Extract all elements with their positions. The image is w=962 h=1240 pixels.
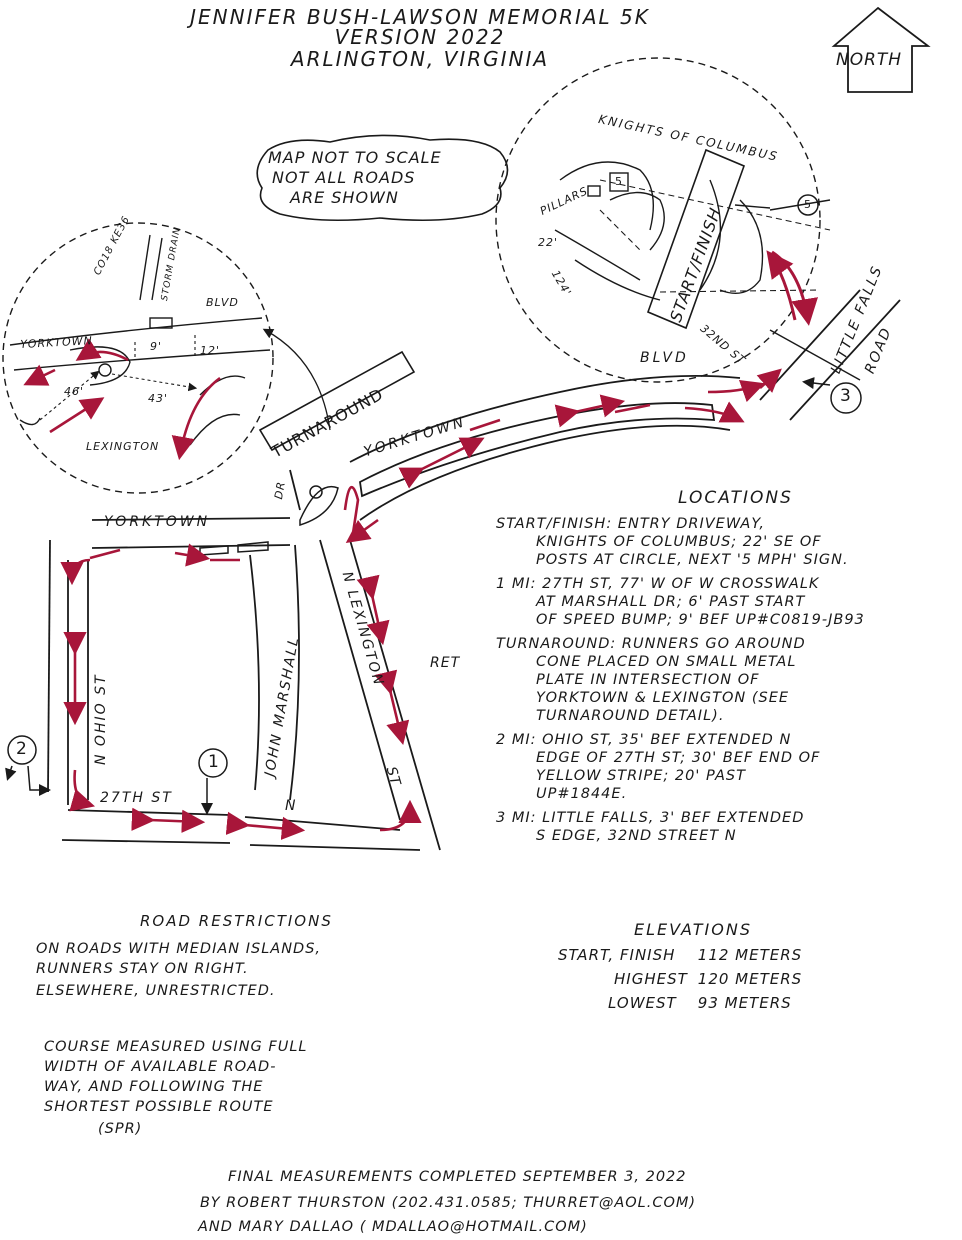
start-inset-dashed-lines (599, 179, 831, 293)
turnaround-inset-route (23, 338, 221, 461)
road-restrictions-line2: runners stay on right. (36, 961, 249, 977)
inset-blvd: Blvd (206, 296, 239, 309)
location-turnaround: Turnaround: Runners go around cone place… (496, 636, 806, 724)
start-inset-route (766, 250, 819, 326)
scale-note-line2: Not all roads (272, 168, 416, 187)
street-yorktown-lower: Yorktown (104, 514, 211, 530)
location-mile-2: 2 MI: Ohio St, 35' bef extended N edge o… (496, 732, 821, 802)
location-mile-3: 3 MI: Little Falls, 3' bef extended S ed… (496, 810, 805, 844)
inset-d46: 46' (64, 385, 85, 398)
start-inset-circle (495, 57, 821, 383)
scale-note-line1: Map not to scale (268, 148, 442, 167)
inset-sign-5: 5 (615, 175, 623, 188)
elevation-row-start: Start, Finish 112 meters (558, 946, 803, 964)
map-title-line1: Jennifer Bush-Lawson Memorial 5K (190, 5, 650, 29)
locations-heading: Locations (678, 488, 793, 508)
map-title-line2: Version 2022 (334, 25, 506, 49)
inset-lexington: Lexington (86, 440, 160, 453)
credits-line3: and Mary Dallao ( mdallao@hotmail.com) (198, 1219, 588, 1235)
mile-marker-circles (5, 194, 862, 815)
inset-d9: 9' (150, 340, 163, 353)
street-blvd: Blvd (640, 350, 689, 366)
turnaround-inset-dims (39, 335, 198, 421)
road-restrictions-heading: Road Restrictions (140, 912, 333, 930)
street-27th: 27th St (100, 790, 173, 806)
credits-line1: Final measurements completed September 3… (228, 1169, 687, 1185)
elevation-row-highest: Highest 120 meters (614, 970, 803, 988)
sign-5-circle: 5 (804, 198, 812, 211)
inset-d12: 12' (200, 344, 221, 357)
course-note-line1: Course measured using full (44, 1039, 308, 1055)
inset-d22: 22' (538, 236, 559, 249)
course-note-line2: width of available road- (44, 1059, 277, 1075)
median-islands (199, 485, 339, 556)
elevation-row-lowest: Lowest 93 meters (608, 994, 792, 1012)
elevations-heading: Elevations (634, 920, 752, 939)
elevations-table: Start, Finish 112 meters Highest 120 met… (558, 944, 812, 1016)
location-mile-1: 1 MI: 27th St, 77' W of W crosswalk at M… (496, 576, 865, 628)
north-arrow-icon (831, 6, 931, 93)
course-route (60, 368, 782, 841)
road-restrictions-line3: Elsewhere, unrestricted. (36, 983, 276, 999)
scale-note-cloud (256, 134, 509, 222)
credits-line2: by Robert Thurston (202.431.0585; thurre… (200, 1195, 697, 1211)
street-n: N (285, 798, 297, 814)
scale-note-line3: are shown (290, 188, 399, 207)
inset-d43: 43' (148, 392, 169, 405)
turnaround-leader (262, 328, 331, 431)
mile-marker-3: 3 (840, 386, 852, 406)
mile-marker-1: 1 (208, 752, 220, 772)
map-title-line3: Arlington, Virginia (290, 47, 550, 71)
locations-list: Start/Finish: Entry driveway, Knights of… (496, 515, 865, 851)
north-label: North (836, 50, 903, 70)
course-note-line5: (SPR) (98, 1121, 143, 1137)
course-note-line3: way, and following the (44, 1079, 264, 1095)
start-finish-box (646, 148, 746, 330)
street-ret: RET (430, 655, 461, 671)
street-n-ohio: N Ohio St (93, 673, 109, 765)
turnaround-box (258, 350, 416, 452)
start-inset-roads (554, 161, 861, 381)
mile-marker-2: 2 (16, 739, 28, 759)
road-restrictions-line1: On roads with median islands, (36, 941, 322, 957)
course-note-line4: shortest possible route (44, 1099, 274, 1115)
turnaround-inset-circle (2, 222, 274, 494)
location-start-finish: Start/Finish: Entry driveway, Knights of… (496, 516, 849, 568)
